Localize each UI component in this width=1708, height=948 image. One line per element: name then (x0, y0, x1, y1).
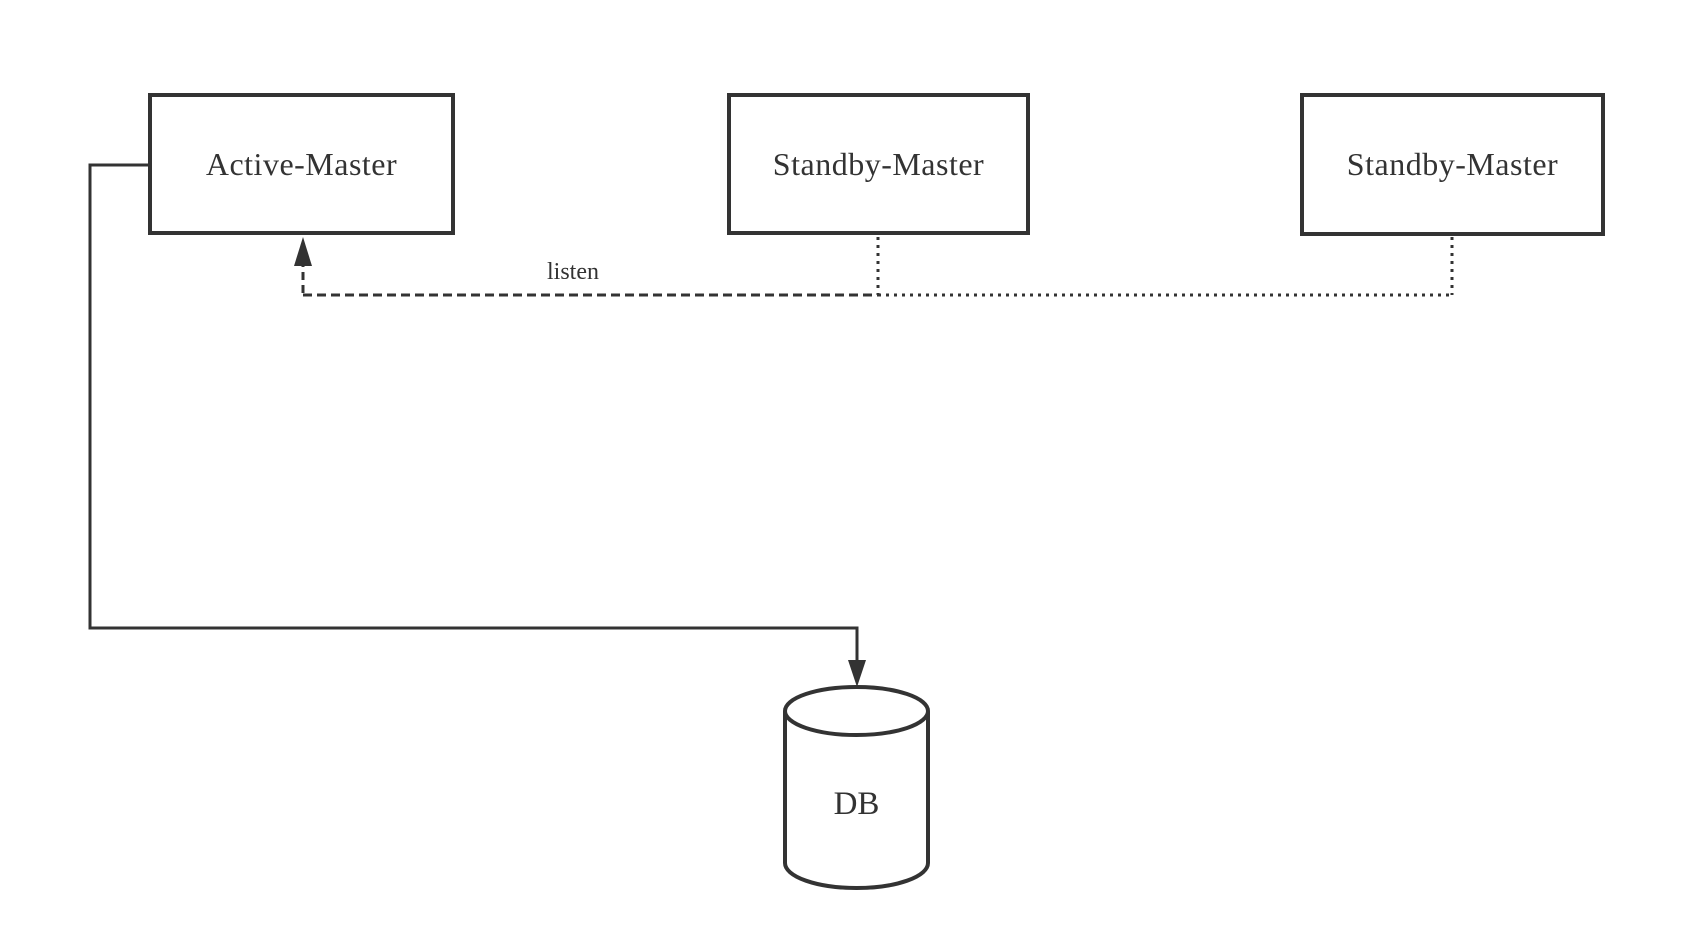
node-standby-master-2-label: Standby-Master (1346, 146, 1559, 182)
arrowhead-down-icon (848, 660, 866, 687)
node-standby-master-2: Standby-Master (1300, 93, 1605, 236)
db-cylinder-top (783, 685, 930, 737)
edge-listen-label: listen (547, 259, 599, 285)
node-standby-master-1: Standby-Master (727, 93, 1030, 235)
node-standby-master-1-label: Standby-Master (772, 145, 985, 182)
node-active-master-label: Active-Master (205, 145, 398, 182)
node-active-master: Active-Master (148, 93, 455, 235)
arrowhead-up-icon (294, 237, 312, 266)
db-cylinder-body (783, 711, 930, 890)
node-db-label: DB (833, 786, 880, 822)
edge-active-master-to-db (88, 163, 859, 661)
